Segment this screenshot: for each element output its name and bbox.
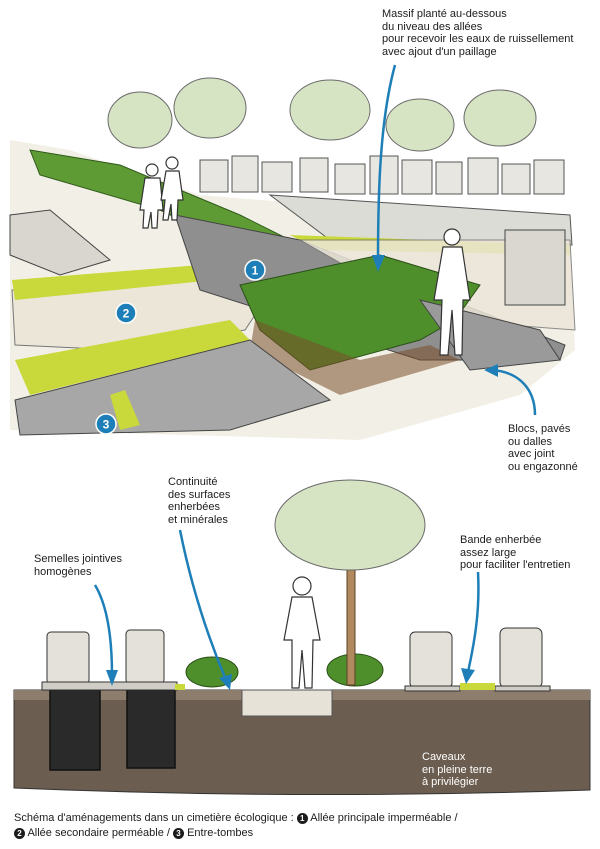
continuite-arrowhead <box>219 674 232 690</box>
marker-2: 2 <box>115 302 137 324</box>
tree-trunk <box>346 554 356 686</box>
shrub-right <box>326 653 384 687</box>
topsoil <box>14 690 590 700</box>
gravel-layer <box>241 689 333 717</box>
semelles-arrowhead <box>106 670 118 686</box>
semelles <box>41 681 178 691</box>
background-headstones <box>199 155 565 195</box>
headstone-right-1 <box>409 631 453 689</box>
continuite-label: Continuité des surfaces enherbées et min… <box>168 476 231 526</box>
background-trees <box>107 77 537 152</box>
mulch <box>250 320 460 395</box>
entre-tombes-grass <box>110 390 140 430</box>
headstone-left-2 <box>125 629 165 685</box>
caption-item-1: Allée principale imperméable / <box>310 812 458 824</box>
caption-num-2: 2 <box>14 828 25 839</box>
blocs-arrowhead <box>484 364 498 377</box>
figure-caption: Schéma d'aménagements dans un cimetière … <box>14 811 594 841</box>
person-silhouettes <box>139 156 471 356</box>
svg-text:2: 2 <box>123 307 130 321</box>
caption-item-3: Entre-tombes <box>187 827 254 839</box>
marker-3: 3 <box>95 413 117 435</box>
bande-label: Bande enherbée assez large pour facilite… <box>460 534 571 571</box>
far-graves <box>268 194 573 246</box>
blocs-label: Blocs, pavés ou dalles avec joint ou eng… <box>508 423 578 473</box>
bande-arrow <box>466 571 480 673</box>
grass-band <box>460 683 495 690</box>
shrub-left <box>185 656 239 688</box>
tree-crown <box>274 479 426 571</box>
person-body <box>283 596 321 689</box>
grass-band-upper <box>12 265 215 300</box>
caption-line-2: 2 Allée secondaire perméable / 3 Entre-t… <box>14 826 594 841</box>
left-tomb <box>9 209 112 276</box>
caption-line-1: Schéma d'aménagements dans un cimetière … <box>14 811 594 826</box>
cemetery-perspective-illustration: 1 2 3 <box>9 64 576 440</box>
massif-arrowhead <box>372 255 385 272</box>
bande-arrowhead <box>461 668 475 684</box>
marker-1: 1 <box>244 259 266 281</box>
caption-item-2: Allée secondaire perméable / <box>27 827 170 839</box>
blocs-arrow <box>491 368 537 416</box>
svg-text:3: 3 <box>103 418 110 432</box>
slab-right-1 <box>404 685 461 692</box>
massif-label: Massif planté au-dessous du niveau des a… <box>382 8 574 58</box>
caption-num-1: 1 <box>296 813 308 824</box>
continuite-arrow <box>178 529 228 681</box>
headstone-left-1 <box>46 631 90 685</box>
person-head <box>292 576 312 596</box>
grass-band-lower <box>15 320 250 395</box>
caption-intro: Schéma d'aménagements dans un cimetière … <box>14 812 294 824</box>
grass-tuft <box>175 684 185 690</box>
semelles-label: Semelles jointives homogènes <box>34 553 123 578</box>
front-slab <box>14 339 332 436</box>
caption-num-3: 3 <box>173 828 184 839</box>
semelles-arrow <box>93 584 114 676</box>
massif-arrow <box>376 64 397 263</box>
svg-text:1: 1 <box>252 264 259 278</box>
caveaux-label: Caveaux en pleine terre à privilégier <box>422 751 493 788</box>
headstone-right-2 <box>499 627 543 689</box>
right-grave <box>504 229 566 306</box>
caveau-left <box>49 689 101 771</box>
slab-right-2 <box>494 685 551 692</box>
caveau-right <box>126 689 176 769</box>
